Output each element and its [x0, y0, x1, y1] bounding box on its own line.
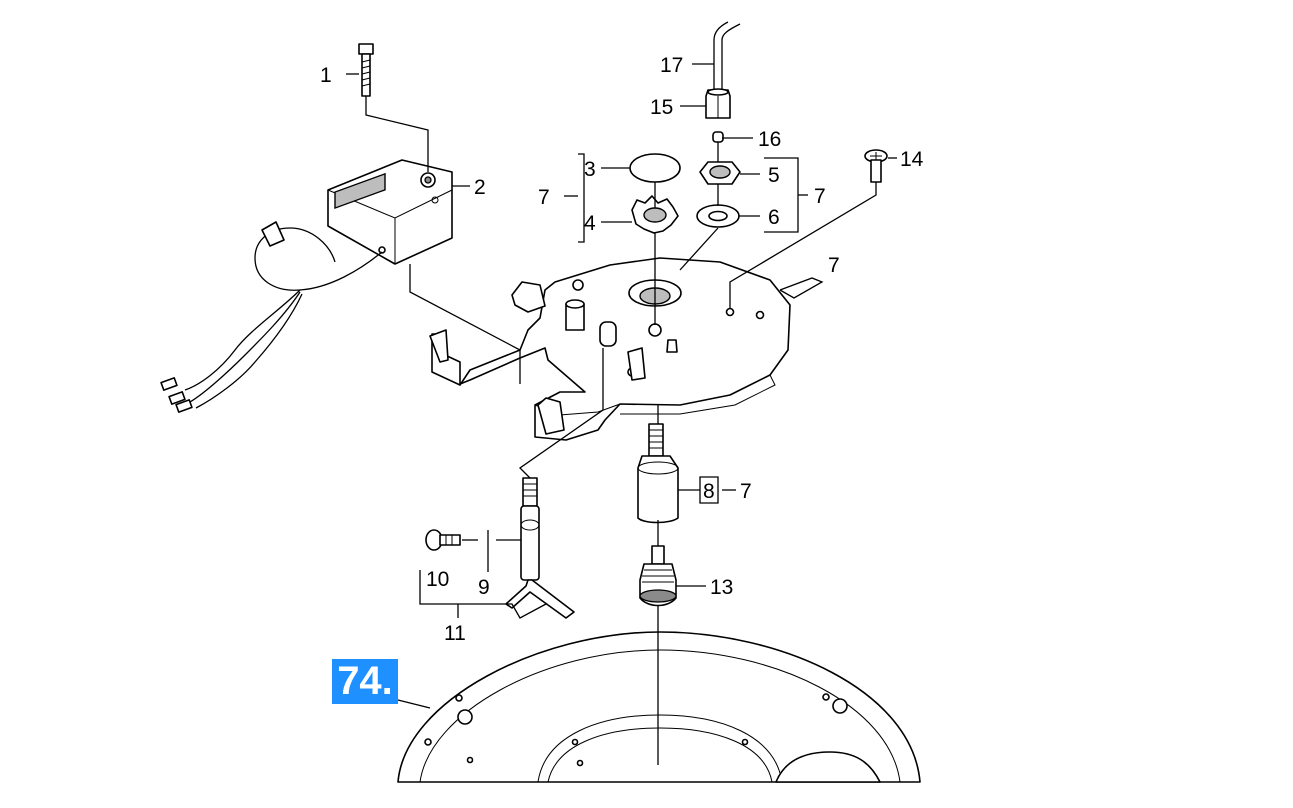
callout-2: 2	[474, 176, 486, 199]
sensor-8	[637, 423, 679, 524]
mounting-plate	[429, 257, 791, 441]
controller-cable	[160, 221, 383, 413]
nozzle-13	[639, 545, 677, 607]
screw-14	[864, 149, 888, 183]
callout-7-plate: 7	[828, 254, 840, 277]
callout-11: 11	[444, 622, 466, 645]
fitting-15	[705, 88, 731, 119]
screw-10	[425, 529, 461, 551]
callout-4: 4	[584, 212, 596, 235]
electrode-assembly-11	[505, 477, 575, 619]
callout-10: 10	[426, 568, 449, 591]
callout-17: 17	[660, 54, 683, 77]
gasket-3	[629, 153, 681, 183]
callout-13: 13	[710, 576, 733, 599]
callout-8: 8	[703, 480, 715, 503]
callout-9: 9	[478, 576, 490, 599]
gas-tube-17	[713, 21, 741, 90]
callout-14: 14	[900, 148, 924, 171]
callout-7-sensor: 7	[740, 480, 752, 503]
base-dish	[397, 631, 921, 783]
callout-7-right: 7	[814, 185, 826, 208]
controller-box	[327, 159, 453, 265]
figure-number-badge: 74.	[332, 659, 398, 704]
callout-5: 5	[768, 164, 780, 187]
leader-lines	[346, 63, 897, 765]
callout-6: 6	[768, 206, 780, 229]
screw-1	[358, 43, 374, 97]
callout-15: 15	[650, 96, 673, 119]
nut-5	[699, 161, 741, 185]
callout-7-left: 7	[538, 186, 550, 209]
callout-16: 16	[758, 128, 781, 151]
callout-1: 1	[320, 64, 332, 87]
plug-16	[712, 131, 724, 143]
washer-6	[696, 204, 740, 228]
callout-3: 3	[584, 158, 596, 181]
callout-labels: 1 2 3 4 5 6 7 7 7 7 8 9 10 11 13 14 15 1…	[320, 54, 924, 645]
lock-washer-4	[631, 195, 679, 234]
